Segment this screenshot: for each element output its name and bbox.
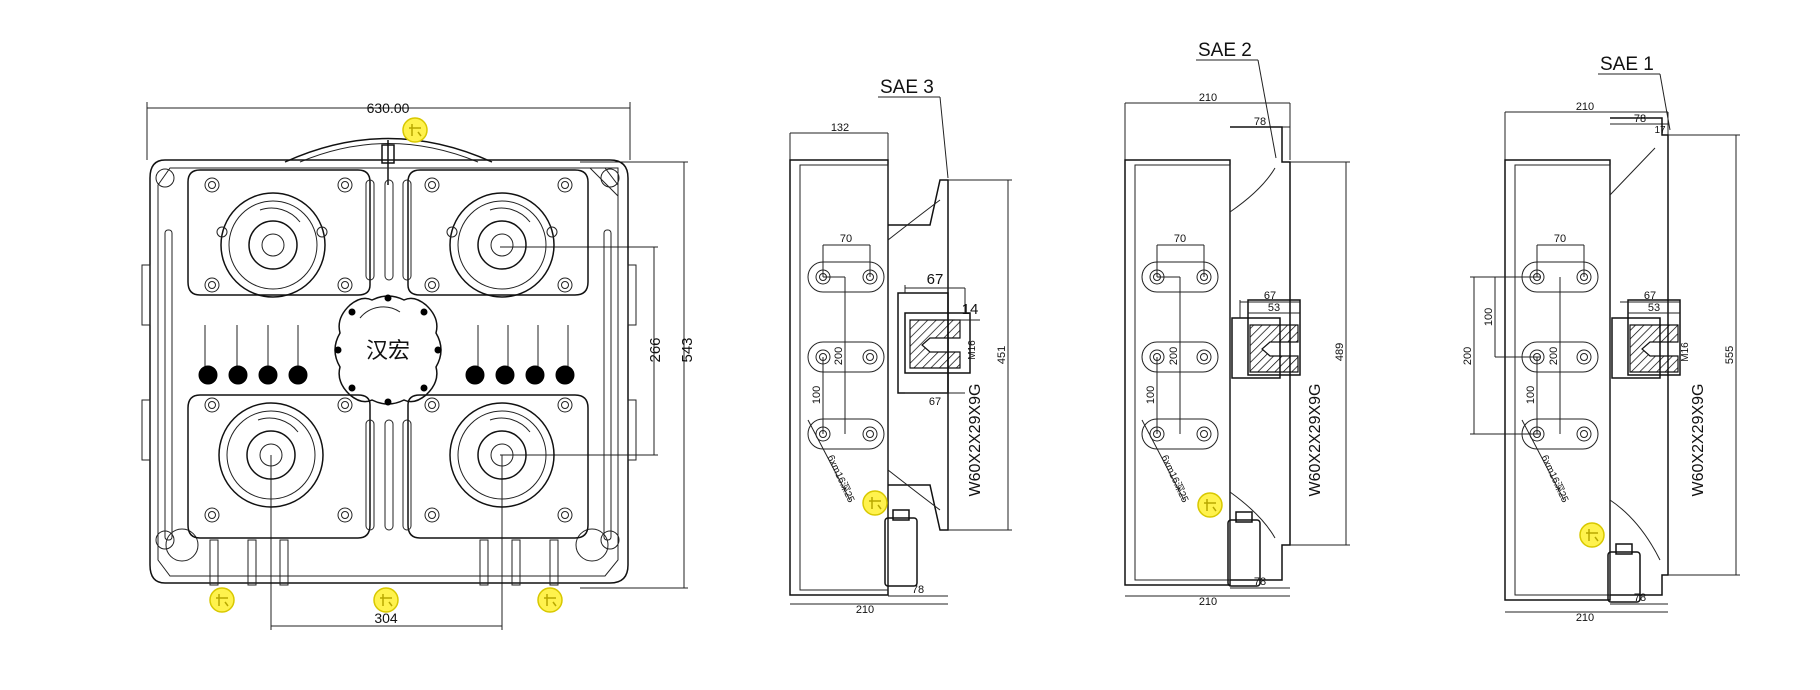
dim-horizontal-spacing-label: 304 xyxy=(374,610,398,626)
quadrant-bottom-left xyxy=(187,394,371,539)
sae3-dim-70: 70 xyxy=(840,233,852,245)
sae1-dim-foot: 78 xyxy=(1634,592,1646,604)
sae1-spline: W60X2X29X9G xyxy=(1690,384,1707,497)
sae3-dim-bottom: 210 xyxy=(856,604,874,616)
front-dome xyxy=(284,137,493,163)
sae3-view: SAE 3 132 70 200 xyxy=(789,77,1012,616)
sae2-dim-200: 200 xyxy=(1168,347,1180,365)
dim-width-label: 630.00 xyxy=(367,100,410,116)
sae3-dim-top: 132 xyxy=(831,122,849,134)
sae3-spline: W60X2X29X9G xyxy=(967,384,984,497)
sae2-dim-hub-inner: 53 xyxy=(1268,302,1280,314)
sae3-dim-hub-small: 14 xyxy=(962,301,979,318)
marker-bottom-right xyxy=(537,587,563,613)
sae3-dim-hub-top: 67 xyxy=(927,271,944,288)
sae1-dim-hub-inner: 53 xyxy=(1648,302,1660,314)
sae2-dim-top: 210 xyxy=(1199,92,1217,104)
sae1-label: SAE 1 xyxy=(1600,54,1654,75)
sae1-dim-200: 200 xyxy=(1548,347,1560,365)
quadrant-top-right xyxy=(407,169,589,298)
sae2-dim-hub-top: 67 xyxy=(1264,290,1276,302)
sae1-dim-top-right: 78 xyxy=(1634,113,1646,125)
sae2-dim-foot: 78 xyxy=(1254,576,1266,588)
sae1-dim-hub-top: 67 xyxy=(1644,290,1656,302)
sae2-spline: W60X2X29X9G xyxy=(1307,384,1324,497)
sae3-dim-200: 200 xyxy=(833,347,845,365)
dim-vertical-spacing: 266 xyxy=(500,246,664,456)
quadrant-bottom-right xyxy=(407,394,589,539)
sae1-view: SAE 1 210 78 17 200 100 xyxy=(1462,54,1740,624)
sae2-view: SAE 2 210 78 70 xyxy=(1124,40,1350,608)
sae3-thread: M16 xyxy=(967,340,978,360)
dim-height-label: 543 xyxy=(679,337,696,362)
sae3-dim-100: 100 xyxy=(811,386,823,404)
sae1-dim-height: 555 xyxy=(1724,346,1736,364)
sae3-marker xyxy=(862,490,888,516)
sae3-dim-hub-bottom: 67 xyxy=(929,396,941,408)
sae2-marker xyxy=(1197,492,1223,518)
sae1-dim-bottom: 210 xyxy=(1576,612,1594,624)
quadrant-top-left xyxy=(187,169,371,298)
dim-height: 543 xyxy=(580,161,696,589)
sae3-label: SAE 3 xyxy=(880,77,934,98)
sae2-dim-bottom: 210 xyxy=(1199,596,1217,608)
dim-width: 630.00 xyxy=(146,100,631,160)
sae1-marker xyxy=(1579,522,1605,548)
sae1-thread: M16 xyxy=(1680,342,1691,362)
dim-vertical-spacing-label: 266 xyxy=(647,337,664,362)
front-view: 630.00 543 266 304 xyxy=(141,100,696,630)
sae3-dim-height: 451 xyxy=(996,346,1008,364)
sae1-dim-top: 210 xyxy=(1576,101,1594,113)
sae1-dim-70: 70 xyxy=(1554,233,1566,245)
marker-bottom-center xyxy=(373,587,399,613)
front-node-bar xyxy=(198,325,575,385)
sae2-dim-height: 489 xyxy=(1334,343,1346,361)
sae1-dim-100: 100 xyxy=(1525,386,1537,404)
center-hub xyxy=(334,295,442,405)
brand-text: 汉宏 xyxy=(366,339,410,364)
sae3-bolts xyxy=(807,261,885,450)
marker-top xyxy=(402,117,428,143)
dim-horizontal-spacing: 304 xyxy=(270,455,503,630)
sae2-dim-70: 70 xyxy=(1174,233,1186,245)
marker-bottom-left xyxy=(209,587,235,613)
sae1-dim-outer-100: 100 xyxy=(1483,308,1495,326)
front-frame xyxy=(149,159,629,584)
sae2-dim-top-right: 78 xyxy=(1254,116,1266,128)
sae1-dim-outer-200: 200 xyxy=(1462,347,1474,365)
sae3-dim-foot: 78 xyxy=(912,584,924,596)
sae2-label: SAE 2 xyxy=(1198,40,1252,61)
sae2-dim-100: 100 xyxy=(1145,386,1157,404)
sae1-dim-top-small: 17 xyxy=(1654,125,1666,136)
